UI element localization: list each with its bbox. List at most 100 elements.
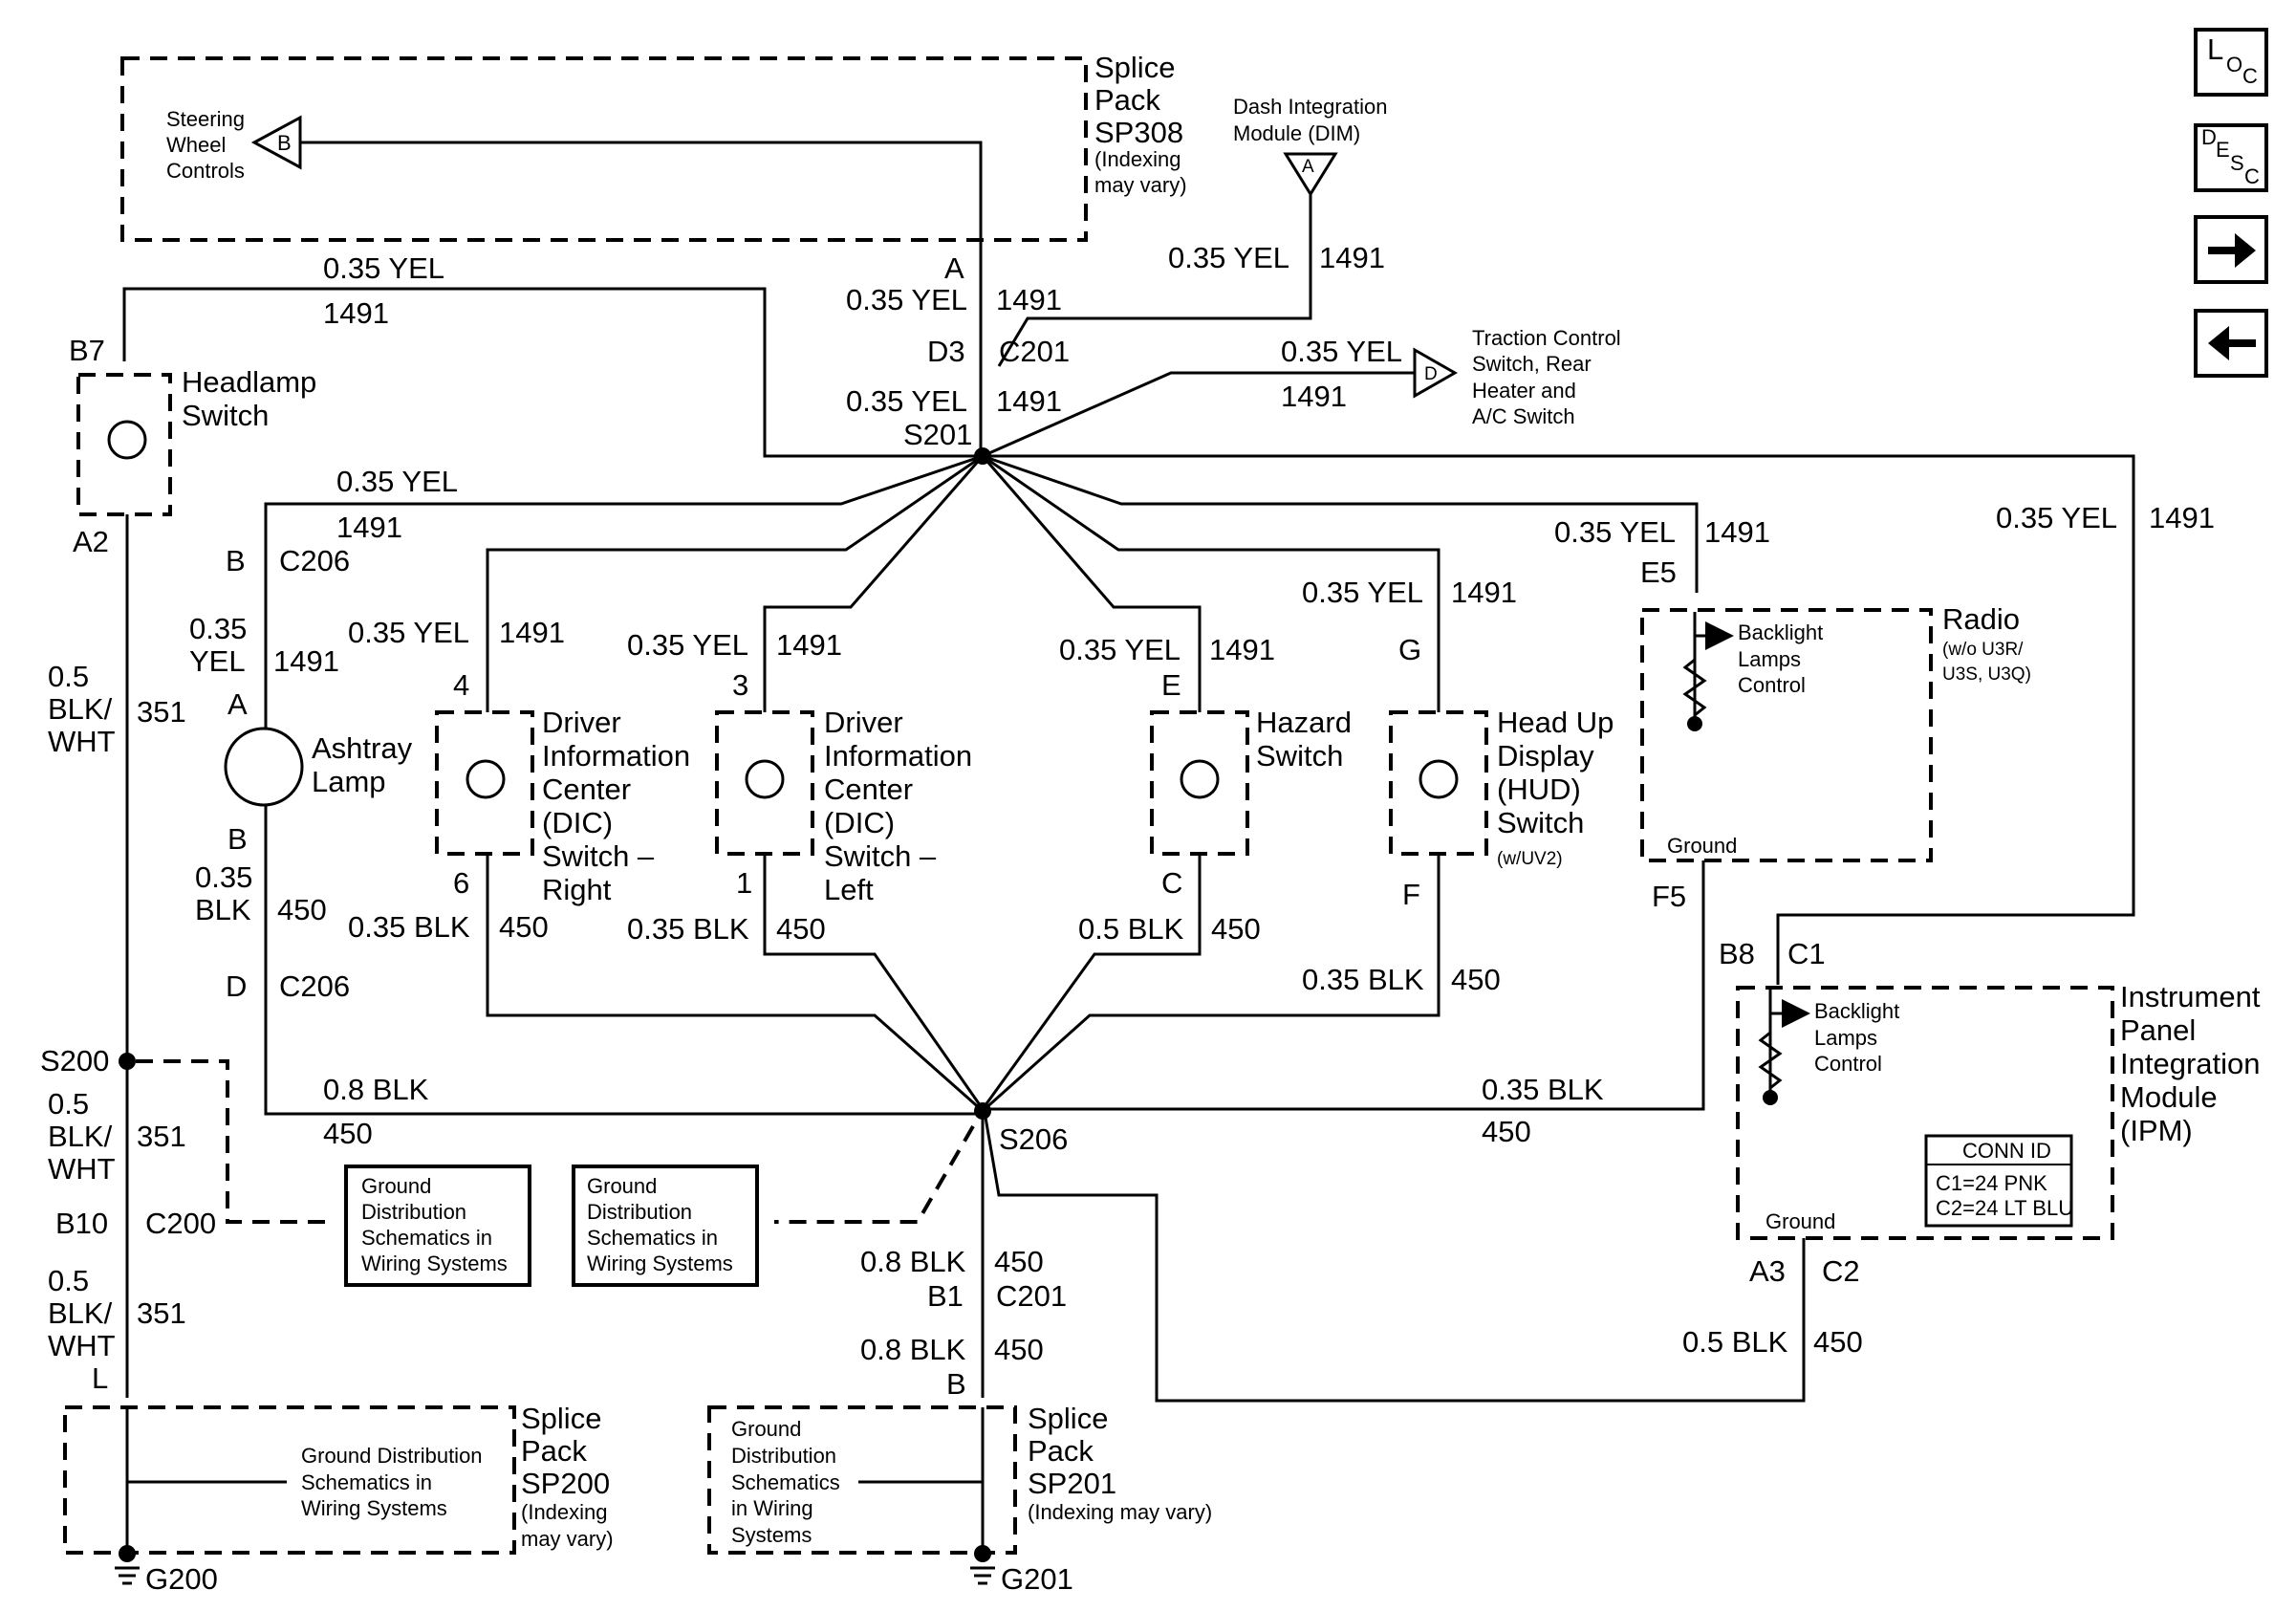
svg-text:1491: 1491 [273,644,339,678]
wire-ipm [983,454,2135,985]
svg-text:0.35 BLK: 0.35 BLK [1302,963,1424,996]
svg-text:BLK/: BLK/ [48,1120,113,1153]
svg-text:Information: Information [824,739,972,773]
svg-text:Traction Control: Traction Control [1472,326,1621,350]
svg-text:450: 450 [277,893,327,926]
svg-text:Schematics in: Schematics in [361,1226,492,1250]
svg-text:0.35 YEL: 0.35 YEL [1302,576,1423,609]
svg-text:0.35 YEL: 0.35 YEL [1281,335,1402,368]
svg-text:0.8 BLK: 0.8 BLK [860,1245,966,1278]
svg-text:0.5: 0.5 [48,660,89,693]
svg-text:450: 450 [994,1245,1044,1278]
svg-text:in Wiring: in Wiring [731,1496,813,1520]
svg-text:B: B [226,544,246,577]
svg-text:450: 450 [1482,1115,1531,1148]
svg-text:450: 450 [1451,963,1501,996]
svg-text:Pack: Pack [521,1434,587,1468]
svg-text:Module: Module [2120,1080,2218,1114]
svg-text:G201: G201 [1001,1562,1073,1596]
svg-text:A3: A3 [1749,1254,1786,1288]
svg-text:1491: 1491 [1281,380,1347,413]
svg-text:Dash Integration: Dash Integration [1233,95,1387,119]
svg-text:Radio: Radio [1942,602,2020,636]
ipm-label: Instrument Panel Integration Module (IPM… [2120,980,2261,1147]
svg-text:E: E [1161,668,1181,702]
s206-dashed-lead [774,1124,975,1224]
svg-text:C201: C201 [996,1279,1067,1313]
connector-a-icon [1283,152,1338,197]
next-page-button[interactable] [2194,215,2268,284]
sp201-ground-label: Ground Distribution Schematics in Wiring… [731,1417,840,1547]
svg-text:0.8 BLK: 0.8 BLK [323,1073,429,1106]
svg-text:A2: A2 [73,525,109,558]
svg-text:1491: 1491 [776,628,842,662]
svg-text:(HUD): (HUD) [1497,773,1581,806]
svg-text:4: 4 [453,668,469,702]
svg-text:WHT: WHT [48,725,116,758]
ashtray-lamp-label: Ashtray Lamp [312,731,413,798]
svg-text:450: 450 [1211,912,1261,946]
connector-d-icon [1413,347,1459,399]
hud-switch-label: Head Up Display (HUD) Switch (w/UV2) [1497,706,1614,869]
svg-text:1491: 1491 [499,616,565,649]
svg-text:Center: Center [824,773,913,806]
nav-desc-button[interactable]: D E S C [2194,123,2268,192]
svg-text:S: S [2230,151,2244,175]
svg-text:Splice: Splice [521,1402,601,1435]
svg-text:O: O [2226,53,2242,76]
svg-text:6: 6 [453,866,469,900]
svg-text:1491: 1491 [1319,241,1385,274]
prev-page-button[interactable] [2194,309,2268,378]
svg-text:0.35 BLK: 0.35 BLK [627,912,749,946]
svg-text:Wiring Systems: Wiring Systems [301,1496,447,1520]
svg-text:450: 450 [1813,1325,1863,1359]
svg-text:Head Up: Head Up [1497,706,1614,739]
svg-text:0.35 YEL: 0.35 YEL [1059,633,1180,666]
headlamp-switch-label: Headlamp Switch [182,365,316,432]
dic-right-label: Driver Information Center (DIC) Switch –… [542,706,690,906]
svg-text:Backlight: Backlight [1738,620,1823,644]
svg-text:Control: Control [1738,673,1806,697]
svg-text:0.35 YEL: 0.35 YEL [323,251,444,285]
svg-text:WHT: WHT [48,1152,116,1186]
svg-text:0.5: 0.5 [48,1087,89,1121]
svg-text:1491: 1491 [1704,515,1770,549]
svg-text:Controls: Controls [166,159,245,183]
svg-text:G200: G200 [145,1562,218,1596]
svg-text:351: 351 [137,1296,186,1330]
svg-text:Module (DIM): Module (DIM) [1233,121,1360,145]
svg-text:Distribution: Distribution [361,1200,466,1224]
bulb-icon [1180,759,1220,799]
ipm-box [1736,986,2114,1240]
svg-text:0.35 BLK: 0.35 BLK [1482,1073,1604,1106]
svg-text:Lamps: Lamps [1738,647,1801,671]
wire-dic-right [486,454,984,712]
svg-text:0.5 BLK: 0.5 BLK [1078,912,1184,946]
svg-text:BLK/: BLK/ [48,692,113,726]
wire-headlamp [122,287,983,458]
svg-text:D3: D3 [927,335,965,368]
ground-g200-icon [115,1545,140,1585]
svg-text:C: C [2242,64,2258,88]
svg-text:C2: C2 [1822,1254,1860,1288]
svg-text:Lamp: Lamp [312,765,386,798]
svg-text:A: A [227,687,248,721]
svg-text:Ground: Ground [587,1174,657,1198]
svg-text:Lamps: Lamps [1814,1026,1877,1050]
nav-loc-button[interactable]: L O C [2194,28,2268,97]
svg-text:0.5 BLK: 0.5 BLK [1682,1325,1788,1359]
traction-control-label: Traction Control Switch, Rear Heater and… [1472,326,1621,428]
conn-id-table: CONN ID C1=24 PNK C2=24 LT BLU [1924,1134,2073,1228]
svg-text:Switch –: Switch – [542,839,655,873]
svg-text:0.35 YEL: 0.35 YEL [1168,241,1289,274]
sp200-ground-label: Ground Distribution Schematics in Wiring… [301,1444,483,1520]
wire-dim [997,194,1312,367]
svg-text:U3S, U3Q): U3S, U3Q) [1942,664,2031,685]
splice-s200 [119,1053,136,1070]
svg-text:Driver: Driver [824,706,903,739]
svg-text:Ground: Ground [1667,834,1737,858]
svg-text:0.8 BLK: 0.8 BLK [860,1333,966,1366]
wire-351-label-1: 0.5 BLK/ WHT 351 [48,660,186,758]
svg-text:A: A [1302,157,1314,177]
svg-text:D: D [1424,364,1438,384]
